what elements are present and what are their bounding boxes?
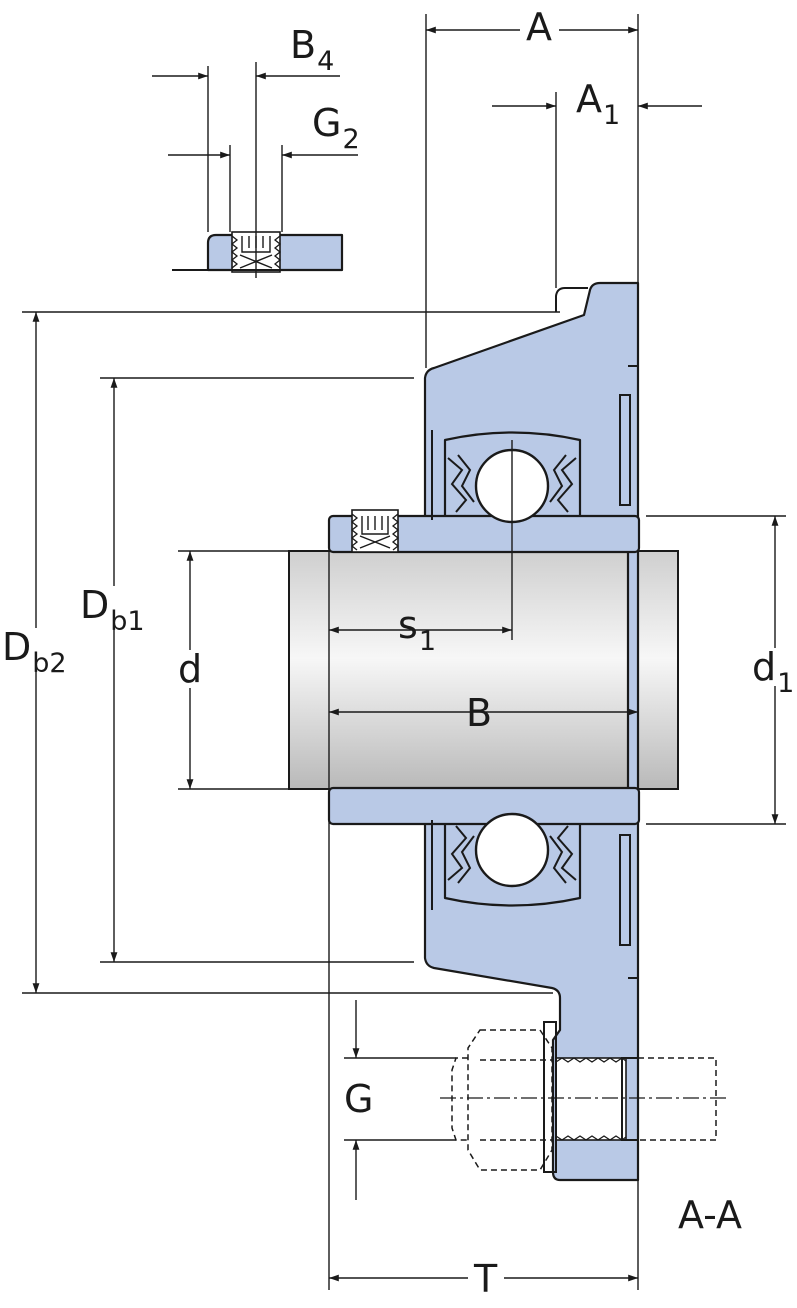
label-A: A — [520, 8, 559, 46]
label-T: T — [468, 1260, 505, 1298]
inner-ring-top — [327, 514, 641, 554]
label-B4: B4 — [290, 23, 335, 77]
extension-lines — [22, 14, 786, 1290]
label-A1: A1 — [576, 77, 621, 131]
mounting-bolt — [440, 1021, 726, 1173]
label-G: G — [344, 1077, 374, 1121]
label-B: B — [466, 691, 493, 735]
label-d1: d1 — [752, 645, 795, 699]
ball-bottom — [474, 812, 550, 888]
inner-ring-bottom — [327, 786, 641, 826]
section-label: A-A — [678, 1193, 743, 1237]
label-d: d — [178, 647, 204, 691]
grub-screw — [350, 509, 400, 553]
label-s1: s1 — [398, 603, 436, 657]
seals — [431, 430, 577, 910]
shaft — [288, 550, 679, 790]
label-Db2: Db2 — [2, 625, 67, 679]
detail-view — [172, 62, 344, 278]
label-Db1: Db1 — [80, 583, 145, 637]
label-G2: G2 — [312, 101, 360, 155]
